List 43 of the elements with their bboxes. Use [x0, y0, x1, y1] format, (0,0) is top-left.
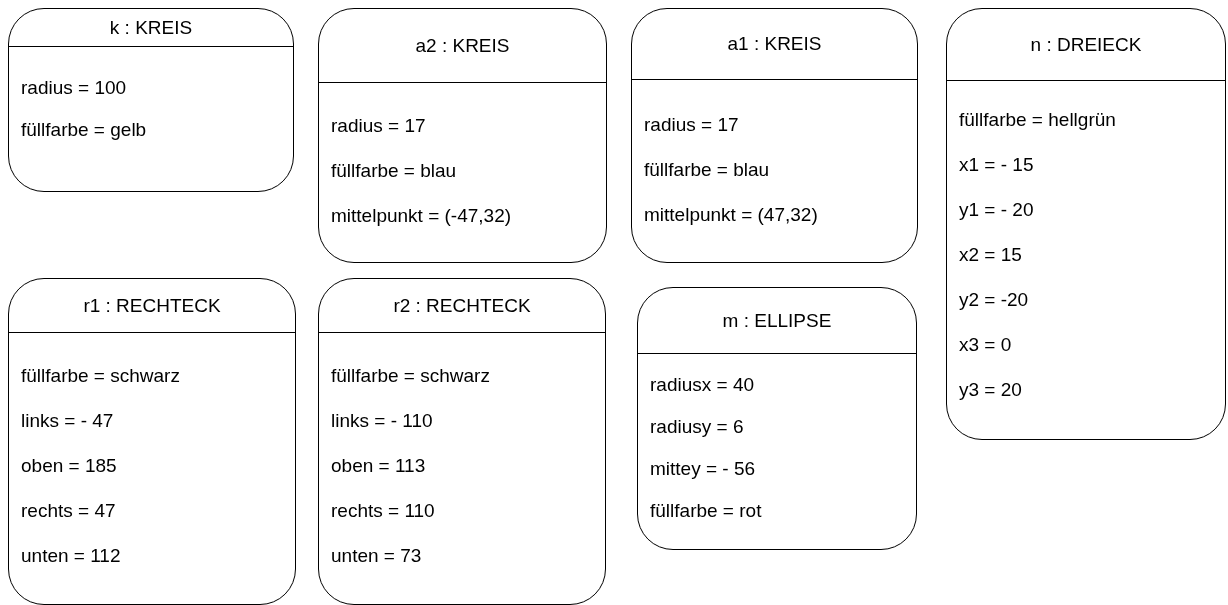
attribute-text: oben = 185 — [21, 454, 117, 477]
attribute-text: rechts = 47 — [21, 499, 116, 522]
object-card — [631, 8, 918, 263]
attribute-text: füllfarbe = gelb — [21, 119, 147, 141]
attribute-text: x3 = 0 — [959, 333, 1012, 356]
attribute-text: y2 = -20 — [959, 288, 1029, 311]
attribute-text: mittey = - 56 — [650, 458, 756, 480]
attribute-text: radius = 100 — [21, 77, 127, 99]
object-name: k : KREIS — [109, 16, 193, 39]
attribute-text: links = - 110 — [331, 409, 433, 432]
attribute-text: rechts = 110 — [331, 499, 435, 522]
attribute-text: radius = 17 — [644, 113, 739, 136]
attribute-text: x2 = 15 — [959, 243, 1022, 266]
object-name: n : DREIECK — [1030, 33, 1142, 56]
object-name: r1 : RECHTECK — [83, 294, 221, 317]
attribute-text: füllfarbe = blau — [644, 158, 770, 181]
object-name: m : ELLIPSE — [722, 309, 832, 332]
attribute-text: oben = 113 — [331, 454, 426, 477]
attribute-text: y3 = 20 — [959, 378, 1022, 401]
attribute-text: x1 = - 15 — [959, 153, 1034, 176]
attribute-text: unten = 73 — [331, 544, 422, 567]
attribute-text: mittelpunkt = (47,32) — [644, 203, 818, 226]
attribute-text: radius = 17 — [331, 114, 426, 137]
attribute-text: füllfarbe = schwarz — [331, 364, 490, 387]
object-card — [637, 287, 917, 550]
object-name: a2 : KREIS — [415, 34, 510, 57]
object-card — [8, 278, 296, 605]
attribute-text: füllfarbe = blau — [331, 159, 457, 182]
attribute-text: radiusx = 40 — [650, 374, 755, 396]
attribute-text: y1 = - 20 — [959, 198, 1034, 221]
object-card — [318, 8, 607, 263]
attribute-text: mittelpunkt = (-47,32) — [331, 204, 512, 227]
attribute-text: radiusy = 6 — [650, 416, 744, 438]
attribute-text: füllfarbe = rot — [650, 500, 762, 522]
attribute-text: links = - 47 — [21, 409, 114, 432]
object-name: r2 : RECHTECK — [393, 294, 531, 317]
attribute-text: füllfarbe = hellgrün — [959, 108, 1116, 131]
attribute-text: füllfarbe = schwarz — [21, 364, 180, 387]
object-name: a1 : KREIS — [727, 33, 822, 55]
object-card — [8, 8, 294, 192]
attribute-text: unten = 112 — [21, 544, 121, 567]
object-card — [318, 278, 606, 605]
object-card — [946, 8, 1226, 440]
